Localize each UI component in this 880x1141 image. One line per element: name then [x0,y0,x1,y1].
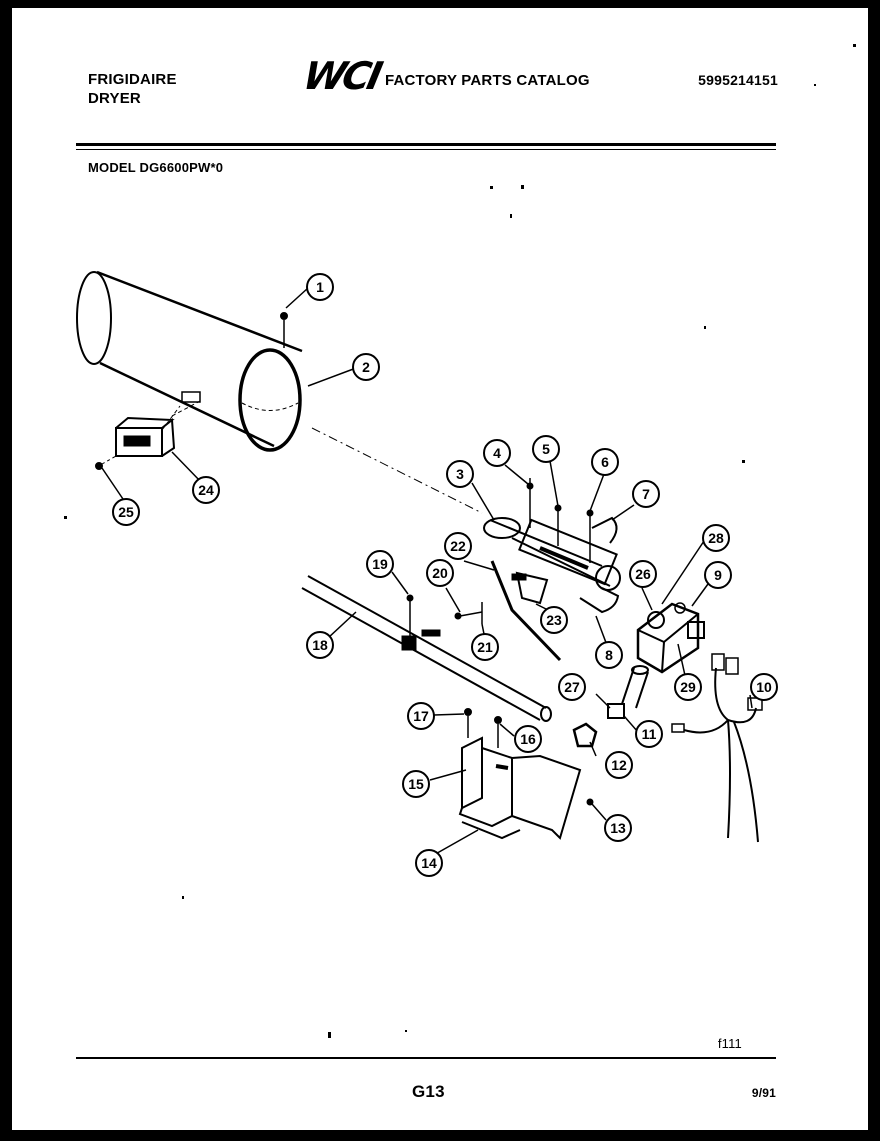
support-tube-part [301,575,552,722]
leader-lines [101,287,753,857]
svg-text:4: 4 [493,445,501,461]
callout-13: 13 [604,814,632,842]
svg-text:15: 15 [408,776,424,792]
callout-18: 18 [306,631,334,659]
brand-block: FRIGIDAIRE DRYER [88,70,177,108]
header-rule [76,143,776,150]
svg-text:18: 18 [312,637,328,653]
callout-1: 1 [306,273,334,301]
callout-3: 3 [446,460,474,488]
catalog-header: WCI FACTORY PARTS CATALOG [299,54,590,98]
callout-10: 10 [750,673,778,701]
mounting-bracket-part [458,736,582,840]
callout-5: 5 [532,435,560,463]
svg-text:2: 2 [362,359,370,375]
footer-rule [76,1057,776,1059]
callout-23: 23 [540,606,568,634]
callout-16: 16 [514,725,542,753]
gas-valve-part [636,602,705,674]
product-type: DRYER [88,90,141,107]
svg-text:3: 3 [456,466,464,482]
svg-text:14: 14 [421,855,437,871]
callout-9: 9 [704,561,732,589]
svg-text:22: 22 [450,538,466,554]
svg-text:23: 23 [546,612,562,628]
callout-11: 11 [635,720,663,748]
callout-12: 12 [605,751,633,779]
drum-part [76,270,303,452]
svg-text:9: 9 [714,567,722,583]
page-code: G13 [412,1082,445,1101]
callout-17: 17 [407,702,435,730]
svg-text:6: 6 [601,454,609,470]
sensor-bracket-part [95,399,203,470]
svg-text:1: 1 [316,279,324,295]
svg-text:24: 24 [198,482,214,498]
callout-19: 19 [366,550,394,578]
svg-text:20: 20 [432,565,448,581]
callout-29: 29 [674,673,702,701]
catalog-title: FACTORY PARTS CATALOG [384,72,590,89]
svg-text:10: 10 [756,679,772,695]
date-code: 9/91 [751,1086,776,1100]
svg-text:28: 28 [708,530,724,546]
svg-text:25: 25 [118,504,134,520]
callout-26: 26 [629,560,657,588]
figure-code: f111 [717,1036,742,1051]
svg-text:19: 19 [372,556,388,572]
parts-catalog-sheet: FRIGIDAIRE DRYER WCI FACTORY PARTS CATAL… [12,8,868,1130]
callout-25: 25 [112,498,140,526]
exploded-parts-diagram: 1 2 3 4 5 6 7 8 9 10 11 12 13 14 15 16 1… [64,44,856,1038]
callout-15: 15 [402,770,430,798]
svg-text:8: 8 [605,647,613,663]
svg-text:16: 16 [520,731,536,747]
svg-text:21: 21 [477,639,493,655]
callout-24: 24 [192,476,220,504]
callout-7: 7 [632,480,660,508]
callout-14: 14 [415,849,443,877]
callout-6: 6 [591,448,619,476]
svg-text:17: 17 [413,708,429,724]
callout-2: 2 [352,353,380,381]
brand-name: FRIGIDAIRE [88,71,177,88]
callout-22: 22 [444,532,472,560]
svg-text:26: 26 [635,566,651,582]
callout-21: 21 [471,633,499,661]
wire-harness-part [671,653,763,843]
callout-28: 28 [702,524,730,552]
catalog-part-number: 5995214151 [698,72,778,88]
scan-specks [64,44,856,1038]
svg-text:27: 27 [564,679,580,695]
callout-27: 27 [558,673,586,701]
svg-text:7: 7 [642,486,650,502]
burner-housing-part [483,517,621,591]
svg-text:13: 13 [610,820,626,836]
callout-8: 8 [595,641,623,669]
svg-text:12: 12 [611,757,627,773]
svg-text:11: 11 [642,726,657,742]
svg-text:5: 5 [542,441,550,457]
svg-text:29: 29 [680,679,696,695]
callout-4: 4 [483,439,511,467]
callout-20: 20 [426,559,454,587]
model-label: MODEL DG6600PW*0 [88,160,224,175]
